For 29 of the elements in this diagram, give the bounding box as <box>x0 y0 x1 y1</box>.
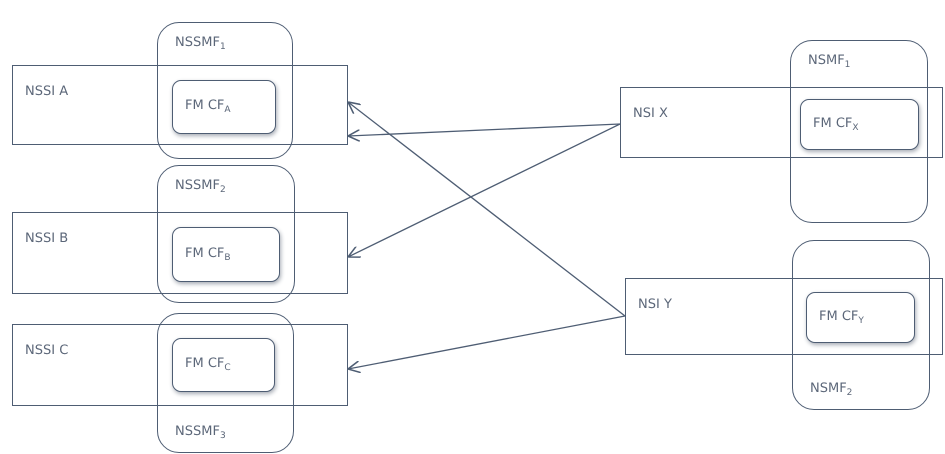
function-box <box>806 292 915 343</box>
node-label: NSMF$_{1}$ <box>808 53 852 71</box>
node-label: NSSMF$_{2}$ <box>175 178 227 196</box>
instance-box <box>620 87 943 158</box>
instance-box <box>12 65 348 145</box>
instance-box <box>625 278 943 355</box>
node-label: NSSI C <box>25 343 68 358</box>
node-label: NSSMF$_{1}$ <box>175 35 227 53</box>
function-box <box>172 338 275 392</box>
function-box <box>800 99 919 150</box>
arrow <box>347 101 626 317</box>
node-label: NSI X <box>633 106 668 121</box>
arrow <box>347 315 626 374</box>
node-label: NSMF$_{2}$ <box>810 381 854 399</box>
node-label: FM CF$_{C}$ <box>185 356 231 374</box>
node-label: NSSI A <box>25 84 68 99</box>
node-label: FM CF$_{X}$ <box>813 116 859 134</box>
node-label: NSSI B <box>25 231 68 246</box>
function-box <box>172 227 280 282</box>
arrow <box>347 123 620 142</box>
function-box <box>172 80 276 134</box>
node-label: NSI Y <box>638 297 672 312</box>
node-label: NSSMF$_{3}$ <box>175 424 227 442</box>
arrow <box>347 123 620 258</box>
node-label: FM CF$_{Y}$ <box>819 308 864 326</box>
instance-box <box>12 324 348 406</box>
instance-box <box>12 212 348 294</box>
node-label: FM CF$_{A}$ <box>185 98 231 116</box>
node-label: FM CF$_{B}$ <box>185 246 231 264</box>
